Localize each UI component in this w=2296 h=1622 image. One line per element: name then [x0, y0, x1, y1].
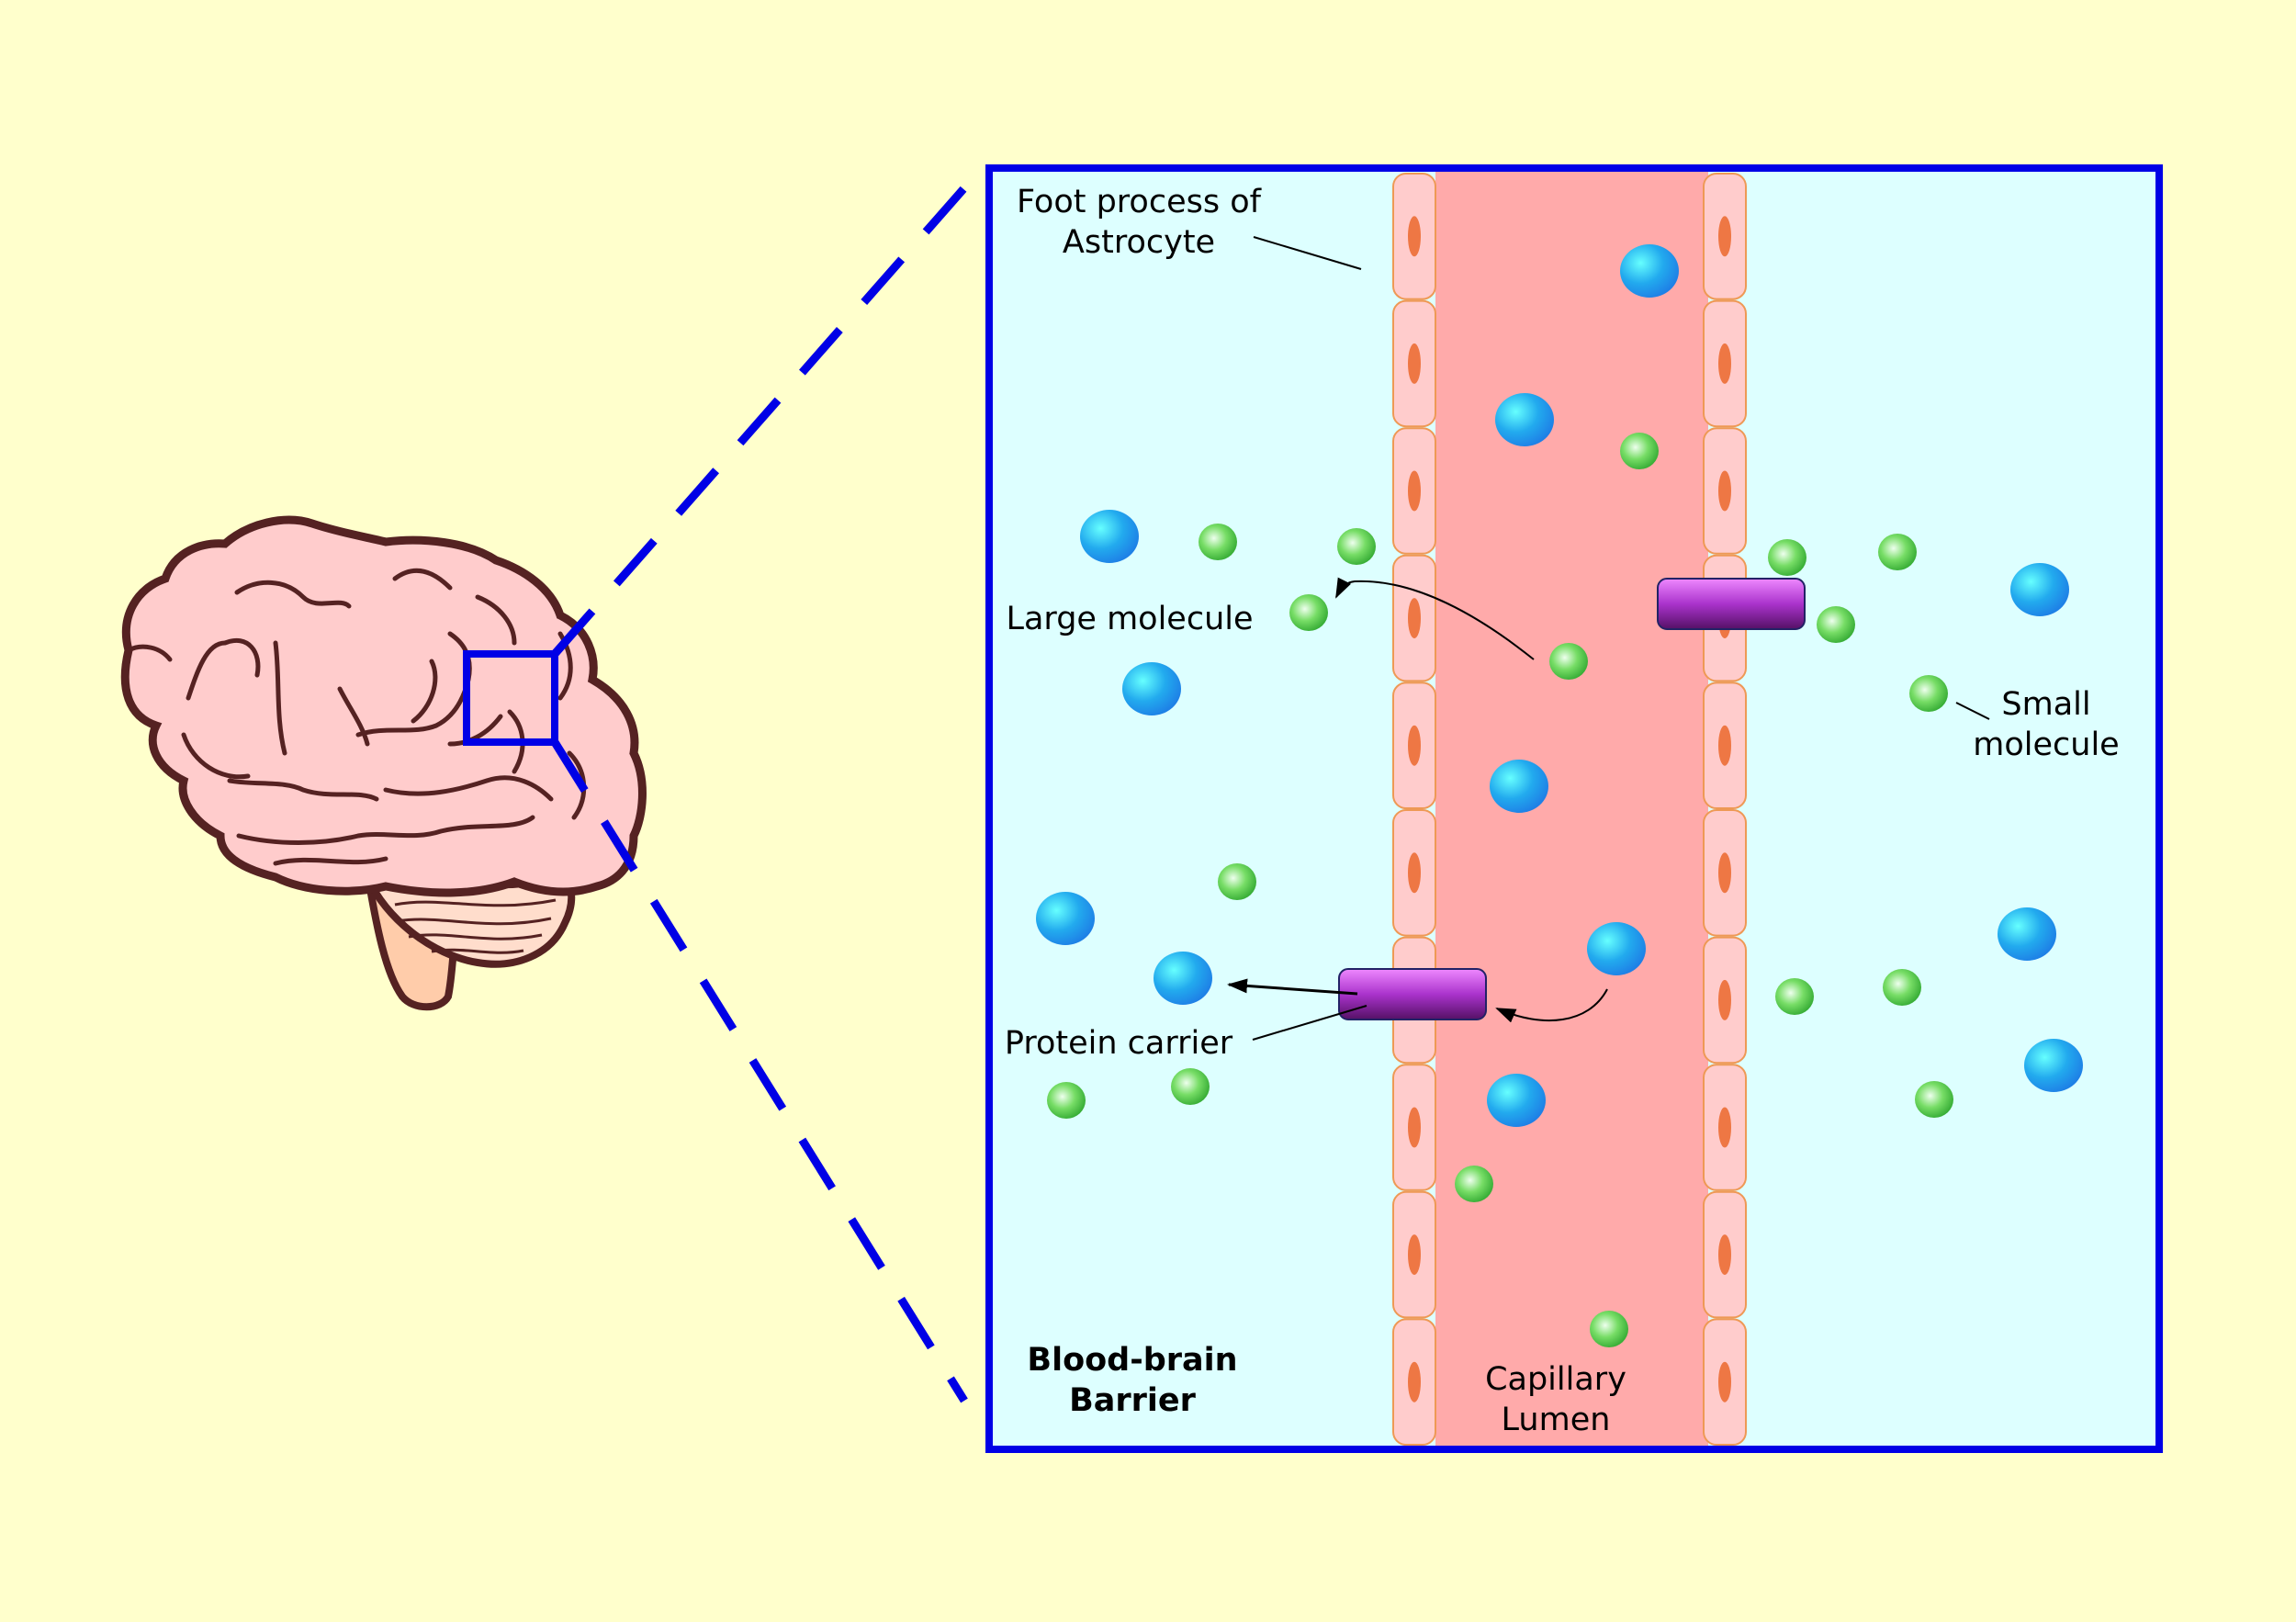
small-molecule: [1590, 1311, 1628, 1347]
small-molecule: [1915, 1081, 1953, 1118]
small-molecule: [1218, 863, 1256, 900]
panel-border: [985, 164, 2163, 1453]
right-endothelial-wall: [1703, 173, 1747, 1447]
cerebrum-gyri: [126, 568, 587, 866]
cell-nucleus: [1408, 1361, 1421, 1402]
small-molecule: [1337, 528, 1376, 565]
leader-protein-carrier: [1252, 1005, 1367, 1041]
small-molecule: [1883, 969, 1921, 1006]
large-molecule: [1495, 393, 1554, 446]
cell-nucleus: [1718, 725, 1731, 766]
small-molecules: [1047, 433, 1953, 1347]
large-molecules: [1036, 244, 2083, 1127]
cell-nucleus: [1408, 598, 1421, 639]
transport-arrow-small: [1335, 577, 1535, 660]
cerebrum: [120, 515, 647, 897]
cell-nucleus: [1408, 1107, 1421, 1148]
transport-arrow-carrier-out: [1227, 978, 1358, 996]
cell-nucleus: [1408, 470, 1421, 512]
cell-nucleus: [1718, 852, 1731, 894]
zoom-panel: [985, 164, 2163, 1453]
cell-nucleus: [1718, 1234, 1731, 1276]
leader-small-molecule: [1955, 702, 1990, 720]
large-molecule: [1154, 952, 1212, 1005]
small-molecule: [1775, 978, 1814, 1015]
small-molecule: [1909, 675, 1948, 712]
small-molecule: [1768, 539, 1806, 576]
leader-foot-process: [1253, 236, 1362, 270]
transport-arrow-carrier-in: [1495, 988, 1608, 1023]
cell-nucleus: [1718, 470, 1731, 512]
cell-nucleus: [1408, 216, 1421, 257]
label-foot-process-1: Foot process of: [1017, 184, 1262, 220]
label-foot-process-2: Astrocyte: [1063, 224, 1215, 261]
small-molecule: [1620, 433, 1659, 469]
cell-nucleus: [1718, 343, 1731, 384]
label-protein-carrier: Protein carrier: [1005, 1025, 1233, 1062]
small-molecule: [1878, 534, 1917, 570]
protein-carrier-lower: [1338, 968, 1487, 1020]
cell-nucleus: [1718, 1107, 1731, 1148]
large-molecule: [1587, 922, 1646, 975]
cell-nucleus: [1408, 852, 1421, 894]
large-molecule: [2024, 1039, 2083, 1092]
cell-nucleus: [1718, 979, 1731, 1020]
large-molecule: [1490, 760, 1548, 813]
protein-carrier-upper: [1657, 578, 1806, 630]
small-molecule: [1171, 1068, 1210, 1105]
label-capillary-2: Lumen: [1502, 1402, 1611, 1438]
label-large-molecule: Large molecule: [1006, 601, 1253, 637]
zoom-connector: [551, 164, 986, 1403]
large-molecule: [1036, 892, 1095, 945]
large-molecule: [2010, 563, 2069, 616]
large-molecule: [1620, 244, 1679, 298]
capillary-lumen: [1435, 172, 1708, 1446]
label-bbb-2: Barrier: [1069, 1382, 1197, 1419]
cell-nucleus: [1718, 1361, 1731, 1402]
label-capillary-1: Capillary: [1485, 1361, 1626, 1398]
small-molecule: [1199, 524, 1237, 560]
large-molecule: [1998, 907, 2056, 961]
small-molecule: [1289, 594, 1328, 631]
brain-icon: [120, 515, 647, 1011]
cell-nucleus: [1408, 725, 1421, 766]
small-molecule: [1817, 606, 1855, 643]
cell-nucleus: [1408, 343, 1421, 384]
large-molecule: [1487, 1074, 1546, 1127]
label-bbb-1: Blood-brain: [1027, 1342, 1237, 1379]
cell-nucleus: [1408, 1234, 1421, 1276]
large-molecule: [1080, 510, 1139, 563]
small-molecule: [1549, 643, 1588, 680]
small-molecule: [1047, 1082, 1086, 1119]
zoom-box-icon: [463, 650, 558, 746]
small-molecule: [1455, 1166, 1493, 1202]
cell-nucleus: [1718, 216, 1731, 257]
large-molecule: [1122, 662, 1181, 715]
label-small-molecule-2: molecule: [1973, 727, 2119, 763]
left-endothelial-wall: [1392, 173, 1436, 1447]
label-small-molecule-1: Small: [2001, 686, 2090, 723]
